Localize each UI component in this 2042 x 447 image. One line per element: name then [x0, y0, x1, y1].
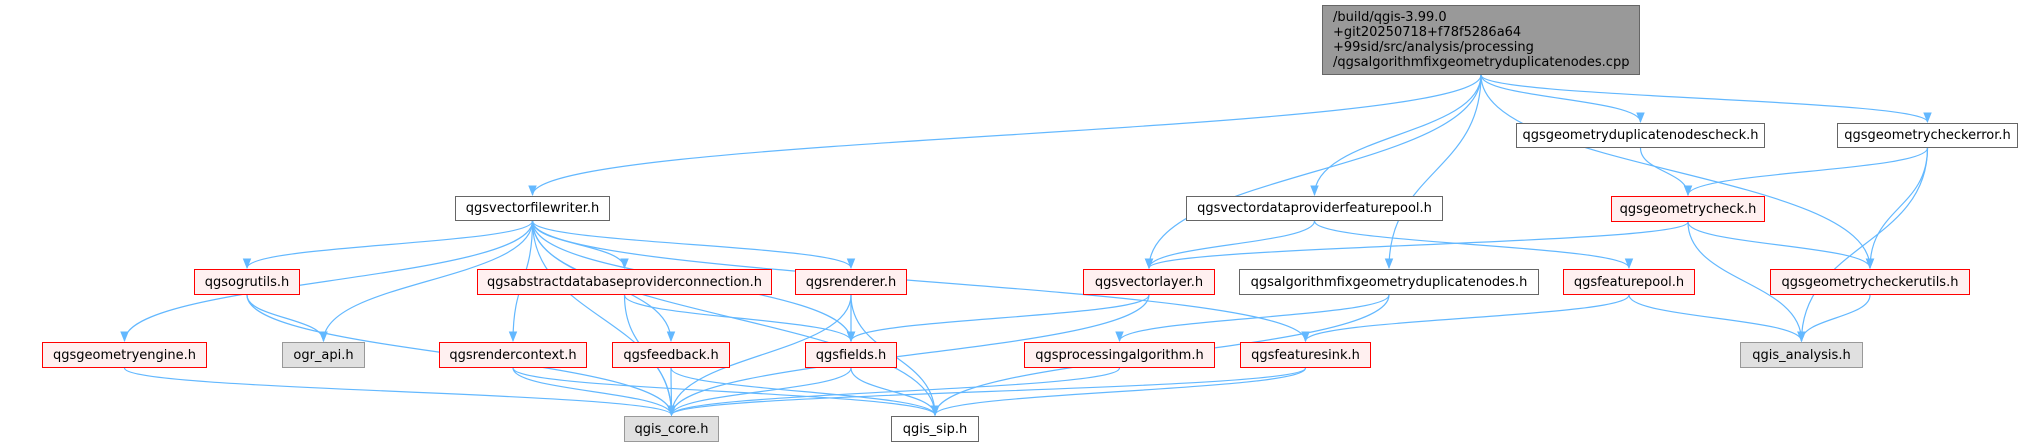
node-analysis[interactable]: qgis_analysis.h: [1740, 342, 1863, 368]
node-dupcheck[interactable]: qgsgeometryduplicatenodescheck.h: [1516, 123, 1765, 148]
edge-vfw-to-renderer: [531, 220, 856, 270]
edge-vlayer-to-fields: [846, 294, 1150, 343]
edge-rendercontext-to-core: [512, 367, 676, 417]
node-featpool[interactable]: qgsfeaturepool.h: [1563, 269, 1695, 295]
edge-vfw-to-core: [531, 220, 676, 417]
node-geomengine[interactable]: qgsgeometryengine.h: [42, 342, 207, 368]
edge-fields-to-core: [667, 367, 852, 417]
node-root[interactable]: /build/qgis-3.99.0 +git20250718+f78f5286…: [1322, 5, 1640, 75]
node-geomcheck[interactable]: qgsgeometrycheck.h: [1611, 196, 1765, 222]
edge-geomengine-to-core: [123, 367, 676, 417]
edge-dupcheck-to-geomcheck: [1639, 147, 1693, 197]
edge-vdpfp-to-vlayer: [1144, 220, 1316, 270]
node-ogrutils[interactable]: qgsogrutils.h: [194, 269, 300, 295]
edge-root-to-vlayer: [1144, 74, 1482, 270]
edge-procalg-to-core: [667, 367, 1121, 417]
node-checkerror[interactable]: qgsgeometrycheckerror.h: [1837, 123, 2018, 148]
edge-root-to-vdpfp: [1310, 74, 1482, 197]
edge-feedback-to-sip: [670, 367, 940, 417]
node-core[interactable]: qgis_core.h: [624, 416, 719, 442]
node-vfw[interactable]: qgsvectorfilewriter.h: [455, 196, 610, 221]
edge-featsink-to-sip: [930, 367, 1307, 417]
edge-geomcheck-to-checkerutils: [1687, 221, 1875, 270]
node-vdpfp[interactable]: qgsvectordataproviderfeaturepool.h: [1186, 196, 1443, 221]
edge-vfw-to-geomengine: [120, 220, 534, 343]
node-renderer[interactable]: qgsrenderer.h: [795, 269, 907, 295]
edge-algfix-to-procalg: [1115, 294, 1390, 343]
edge-rendercontext-to-sip: [512, 367, 940, 417]
edge-vfw-to-ogrutils: [242, 220, 534, 270]
node-feedback[interactable]: qgsfeedback.h: [612, 342, 730, 368]
node-vlayer[interactable]: qgsvectorlayer.h: [1083, 269, 1215, 295]
edge-renderer-to-core: [667, 294, 852, 417]
edge-root-to-checkerror: [1480, 74, 1932, 124]
node-fields[interactable]: qgsfields.h: [805, 342, 897, 368]
node-checkerutils[interactable]: qgsgeometrycheckerutils.h: [1770, 269, 1970, 295]
edge-featsink-to-core: [667, 367, 1307, 417]
node-algfix[interactable]: qgsalgorithmfixgeometryduplicatenodes.h: [1239, 269, 1539, 295]
edge-checkerror-to-geomcheck: [1683, 147, 1929, 197]
edge-root-to-checkerutils: [1480, 74, 1875, 270]
node-absdb[interactable]: qgsabstractdatabaseproviderconnection.h: [477, 269, 772, 295]
node-rendercontext[interactable]: qgsrendercontext.h: [439, 342, 587, 368]
edge-vdpfp-to-featpool: [1313, 220, 1634, 270]
edge-root-to-dupcheck: [1480, 74, 1645, 124]
edge-feedback-to-core: [667, 367, 676, 417]
edge-ogrutils-to-ograpi: [246, 294, 328, 343]
node-ograpi[interactable]: ogr_api.h: [282, 342, 365, 368]
node-sip[interactable]: qgis_sip.h: [891, 416, 979, 442]
edge-checkerror-to-analysis: [1797, 147, 1929, 343]
edge-featpool-to-featsink: [1301, 294, 1630, 343]
edge-checkerutils-to-analysis: [1797, 294, 1871, 343]
edge-root-to-vfw: [528, 74, 1482, 197]
node-featsink[interactable]: qgsfeaturesink.h: [1240, 342, 1371, 368]
edge-geomcheck-to-vlayer: [1144, 221, 1689, 270]
edge-vlayer-to-core: [667, 294, 1150, 417]
edge-geomcheck-to-analysis: [1687, 221, 1806, 343]
edge-checkerror-to-checkerutils: [1865, 147, 1929, 270]
edge-featpool-to-analysis: [1628, 294, 1806, 343]
edge-root-to-algfix: [1384, 74, 1482, 270]
edge-vfw-to-ograpi: [319, 220, 534, 343]
node-procalg[interactable]: qgsprocessingalgorithm.h: [1024, 342, 1215, 368]
edge-vfw-to-featsink: [531, 220, 1310, 343]
edge-absdb-to-fields: [623, 294, 856, 343]
